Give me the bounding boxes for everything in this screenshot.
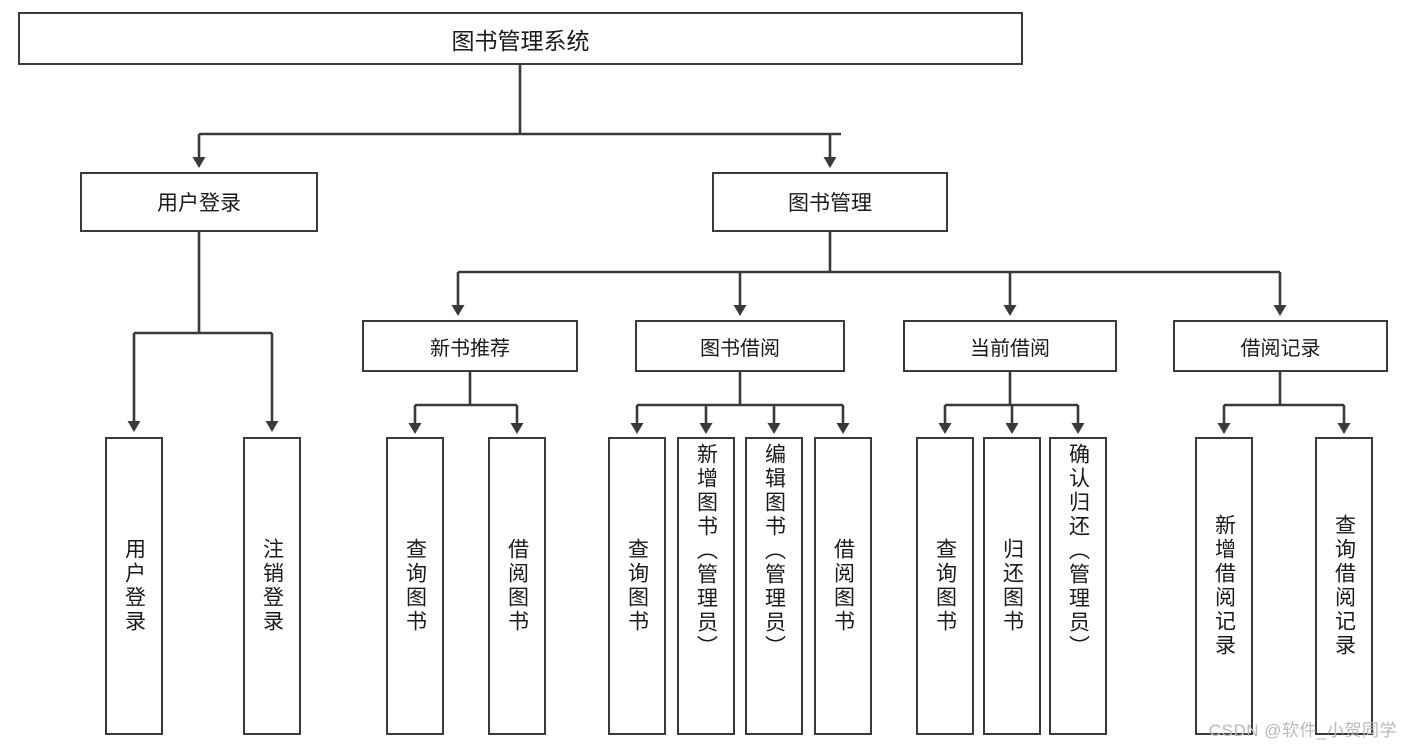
node-root-system[interactable]: 图书管理系统	[18, 12, 1023, 65]
leaf-borrow-edit-book-admin[interactable]: 编辑图书（管理员）	[745, 437, 803, 735]
node-label-vertical: 归还图书	[1000, 538, 1024, 634]
node-label-vertical: 新增图书（管理员）	[694, 443, 718, 659]
node-label: 当前借阅	[970, 337, 1050, 360]
node-label: 用户登录	[157, 192, 241, 215]
leaf-borrow-borrow-book[interactable]: 借阅图书	[814, 437, 872, 735]
node-label-vertical: 查询图书	[403, 538, 427, 634]
node-book-borrow[interactable]: 图书借阅	[635, 320, 845, 372]
node-label-vertical: 新增借阅记录	[1212, 514, 1236, 658]
node-label-vertical: 确认归还（管理员）	[1066, 443, 1090, 659]
node-label-vertical: 注销登录	[260, 538, 284, 634]
node-current-borrow[interactable]: 当前借阅	[903, 320, 1117, 372]
leaf-new-book-borrow[interactable]: 借阅图书	[488, 437, 546, 735]
node-label-vertical: 查询图书	[933, 538, 957, 634]
node-label-vertical: 用户登录	[122, 538, 146, 634]
node-label-vertical: 借阅图书	[831, 538, 855, 634]
watermark: CSDN @软件_小贺同学	[1208, 721, 1397, 740]
node-label: 图书借阅	[700, 337, 780, 360]
node-label-vertical: 查询借阅记录	[1332, 514, 1356, 658]
node-label: 新书推荐	[430, 337, 510, 360]
leaf-current-query-book[interactable]: 查询图书	[916, 437, 974, 735]
node-label-vertical: 编辑图书（管理员）	[762, 443, 786, 659]
node-label-vertical: 查询图书	[625, 538, 649, 634]
leaf-user-login-login[interactable]: 用户登录	[105, 437, 163, 735]
node-label: 借阅记录	[1240, 337, 1321, 360]
leaf-user-login-logout[interactable]: 注销登录	[243, 437, 301, 735]
leaf-borrow-add-book-admin[interactable]: 新增图书（管理员）	[677, 437, 735, 735]
leaf-record-add-record[interactable]: 新增借阅记录	[1195, 437, 1253, 735]
node-borrow-record[interactable]: 借阅记录	[1173, 320, 1388, 372]
node-user-login[interactable]: 用户登录	[80, 172, 318, 232]
node-new-book-recommend[interactable]: 新书推荐	[362, 320, 578, 372]
node-label: 图书管理	[788, 192, 872, 215]
leaf-current-return-book[interactable]: 归还图书	[983, 437, 1041, 735]
node-label-vertical: 借阅图书	[505, 538, 529, 634]
node-book-management[interactable]: 图书管理	[712, 172, 948, 232]
leaf-new-book-query[interactable]: 查询图书	[386, 437, 444, 735]
leaf-borrow-query-book[interactable]: 查询图书	[608, 437, 666, 735]
node-label: 图书管理系统	[451, 27, 590, 54]
leaf-record-query-record[interactable]: 查询借阅记录	[1315, 437, 1373, 735]
leaf-current-confirm-return-admin[interactable]: 确认归还（管理员）	[1049, 437, 1107, 735]
